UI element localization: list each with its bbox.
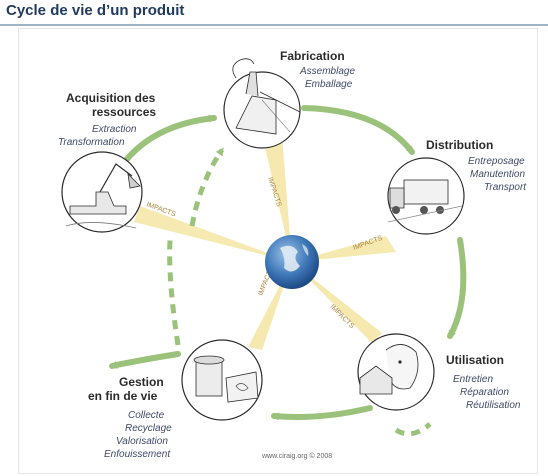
gestion-title-line: en fin de vie [88, 389, 158, 403]
globe-icon [265, 235, 319, 289]
distribution-title: Distribution [426, 138, 493, 152]
cycle-arrows [109, 105, 467, 421]
distribution-item: Manutention [470, 169, 525, 180]
fabrication-title: Fabrication [280, 49, 345, 63]
acquisition-illustration [61, 151, 143, 233]
utilisation-item: Entretien [453, 374, 493, 385]
gestion-illustration [181, 339, 263, 421]
arrow-reutilisation-loop [394, 422, 432, 437]
arrow-return-to-fabrication [189, 147, 225, 227]
arrow-distribution-to-utilisation [447, 237, 467, 339]
utilisation-item: Réutilisation [466, 400, 521, 411]
arrow-gestion-out [109, 351, 181, 369]
distribution-item: Entreposage [468, 156, 525, 167]
distribution-illustration [387, 157, 465, 235]
impact-beam-acquisition [134, 206, 292, 262]
acquisition-item: Transformation [58, 137, 125, 148]
page-title: Cycle de vie d’un produit [6, 2, 185, 19]
header-bar: Cycle de vie d’un produit [0, 0, 548, 26]
acquisition-item: Extraction [92, 124, 137, 135]
arrow-utilisation-to-gestion [271, 405, 373, 421]
gestion-item: Recyclage [125, 423, 172, 434]
impact-beam-utilisation [292, 262, 382, 343]
gestion-item: Valorisation [116, 436, 168, 447]
fabrication-item: Emballage [305, 79, 353, 90]
arrow-gestion-recycle [167, 239, 181, 346]
fabrication-illustration [223, 58, 301, 149]
gestion-title-line: Gestion [119, 375, 164, 389]
credit-text: www.ciraig.org © 2008 [261, 452, 332, 460]
utilisation-illustration [357, 333, 435, 411]
impact-beams [134, 135, 396, 350]
utilisation-item: Réparation [460, 387, 509, 398]
acquisition-title-line: ressources [92, 105, 156, 119]
gestion-item: Collecte [128, 410, 165, 421]
utilisation-title: Utilisation [446, 353, 504, 367]
fabrication-item: Assemblage [299, 66, 355, 77]
arrow-fabrication-to-distribution [301, 105, 415, 155]
acquisition-title-line: Acquisition des [66, 91, 156, 105]
return-arrows [167, 147, 432, 437]
arrow-acquisition-to-fabrication [117, 114, 217, 171]
distribution-item: Transport [484, 182, 527, 193]
gestion-item: Enfouissement [104, 449, 171, 460]
impact-beam-fabrication [262, 135, 292, 262]
